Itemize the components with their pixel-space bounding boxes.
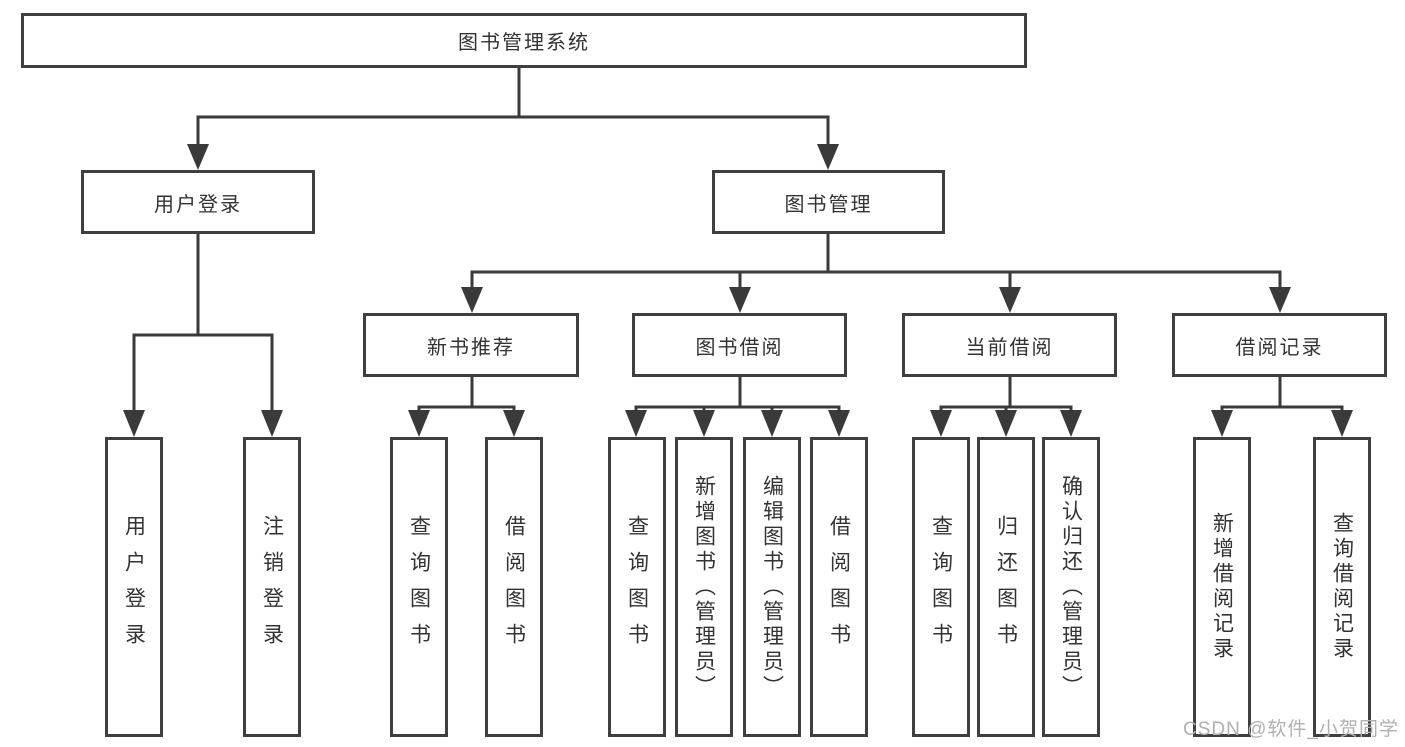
leaf-borrow-books-2-label: 借阅图书 [827, 515, 851, 659]
arrowhead [187, 144, 209, 170]
arrowhead [123, 410, 145, 437]
csdn-watermark: CSDN @软件_小贺同学 [1183, 719, 1399, 740]
node-borrow-records-label: 借阅记录 [1235, 336, 1324, 359]
leaf-user-login: 用户登录 [105, 437, 163, 737]
leaf-user-login-label: 用户登录 [122, 515, 146, 659]
leaf-confirm-return-admin-label: 确认归还（管理员） [1059, 474, 1083, 700]
node-book-borrow-label: 图书借阅 [695, 336, 784, 359]
arrowhead [261, 410, 283, 437]
arrowhead [503, 410, 525, 437]
leaf-edit-books-admin-label: 编辑图书（管理员） [760, 474, 784, 700]
leaf-borrow-books-1-label: 借阅图书 [502, 515, 526, 659]
leaf-query-books-1: 查询图书 [390, 437, 448, 737]
arrowhead [625, 410, 647, 437]
arrowhead [1060, 410, 1082, 437]
node-user-login: 用户登录 [81, 170, 315, 234]
leaf-add-borrow-record-label: 新增借阅记录 [1210, 512, 1234, 662]
leaf-logout-label: 注销登录 [260, 515, 284, 659]
node-user-login-label: 用户登录 [154, 193, 242, 216]
arrowhead [930, 410, 952, 437]
arrowhead [995, 410, 1017, 437]
leaf-query-books-3: 查询图书 [912, 437, 970, 737]
leaf-query-books-2-label: 查询图书 [625, 515, 649, 659]
arrowhead [1269, 287, 1291, 313]
node-book-management-label: 图书管理 [784, 193, 873, 216]
leaf-logout: 注销登录 [243, 437, 301, 737]
leaf-add-books-admin: 新增图书（管理员） [675, 437, 733, 737]
arrowhead [729, 287, 751, 313]
arrowhead [817, 144, 839, 170]
leaf-confirm-return-admin: 确认归还（管理员） [1042, 437, 1100, 737]
leaf-borrow-books-2: 借阅图书 [810, 437, 868, 737]
arrowhead [999, 287, 1021, 313]
leaf-return-books-label: 归还图书 [994, 515, 1018, 659]
leaf-add-books-admin-label: 新增图书（管理员） [692, 474, 716, 700]
node-book-borrow: 图书借阅 [632, 313, 847, 377]
leaf-borrow-books-1: 借阅图书 [485, 437, 543, 737]
leaf-query-borrow-record-label: 查询借阅记录 [1330, 512, 1354, 662]
node-current-borrow: 当前借阅 [902, 313, 1117, 377]
arrowhead [761, 410, 783, 437]
root-node-library-system: 图书管理系统 [21, 13, 1027, 68]
node-new-book-recommend-label: 新书推荐 [427, 336, 515, 359]
arrowhead [408, 410, 430, 437]
leaf-query-books-3-label: 查询图书 [929, 515, 953, 659]
leaf-query-books-1-label: 查询图书 [407, 515, 431, 659]
leaf-query-borrow-record: 查询借阅记录 [1313, 437, 1371, 737]
arrowhead [1211, 410, 1233, 437]
root-node-label: 图书管理系统 [458, 32, 590, 54]
node-borrow-records: 借阅记录 [1172, 313, 1387, 377]
arrowhead [828, 410, 850, 437]
leaf-add-borrow-record: 新增借阅记录 [1193, 437, 1251, 737]
arrowhead [693, 410, 715, 437]
node-book-management: 图书管理 [712, 170, 945, 234]
arrowhead [461, 287, 483, 313]
node-current-borrow-label: 当前借阅 [965, 336, 1054, 359]
leaf-return-books: 归还图书 [977, 437, 1035, 737]
arrowhead [1331, 410, 1353, 437]
leaf-query-books-2: 查询图书 [608, 437, 666, 737]
node-new-book-recommend: 新书推荐 [363, 313, 579, 377]
leaf-edit-books-admin: 编辑图书（管理员） [743, 437, 801, 737]
